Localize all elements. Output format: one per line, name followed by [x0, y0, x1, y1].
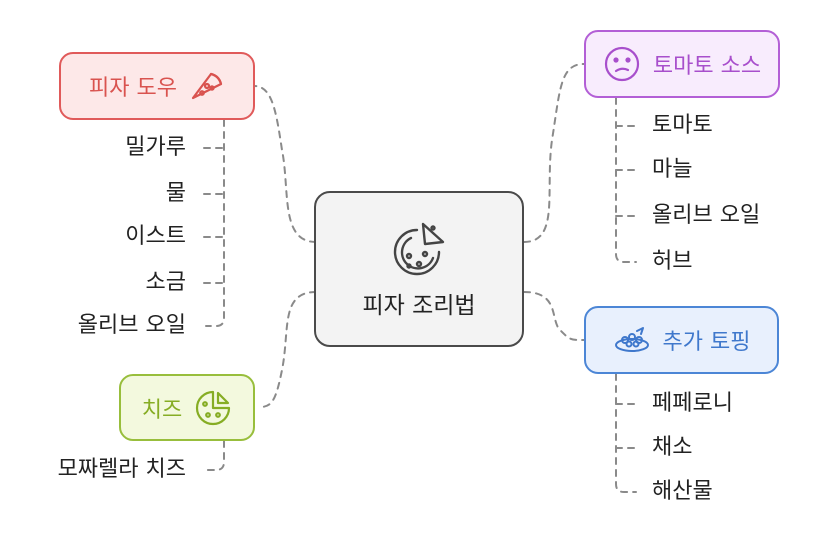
list-item: 밀가루 [125, 135, 186, 160]
list-item: 토마토 [652, 113, 713, 138]
list-item: 채소 [652, 435, 693, 460]
branch-cheese[interactable]: 치즈 [119, 374, 255, 441]
branch-dough[interactable]: 피자 도우 [59, 52, 255, 120]
branch-sauce-label: 토마토 소스 [652, 54, 762, 79]
pizza-icon [389, 218, 449, 278]
face-icon [603, 45, 641, 83]
branch-cheese-label: 치즈 [141, 397, 183, 423]
list-item: 마늘 [652, 157, 693, 182]
list-item: 올리브 오일 [77, 313, 186, 338]
list-item: 올리브 오일 [652, 203, 761, 228]
list-item: 페페로니 [652, 391, 733, 416]
list-item: 모짜렐라 치즈 [57, 457, 186, 482]
list-item: 물 [165, 181, 186, 206]
center-node[interactable]: 피자 조리법 [314, 191, 524, 347]
branch-toppings[interactable]: 추가 토핑 [584, 306, 779, 374]
cheese-icon [194, 389, 232, 427]
list-item: 소금 [145, 270, 186, 295]
branch-toppings-label: 추가 토핑 [662, 330, 751, 355]
list-item: 해산물 [652, 479, 713, 504]
branch-dough-label: 피자 도우 [89, 76, 177, 101]
list-item: 허브 [652, 249, 693, 274]
branch-sauce[interactable]: 토마토 소스 [584, 30, 780, 98]
center-label: 피자 조리법 [362, 293, 476, 319]
toppings-icon [613, 325, 651, 355]
list-item: 이스트 [125, 224, 186, 249]
pizza-slice-icon [189, 68, 225, 104]
